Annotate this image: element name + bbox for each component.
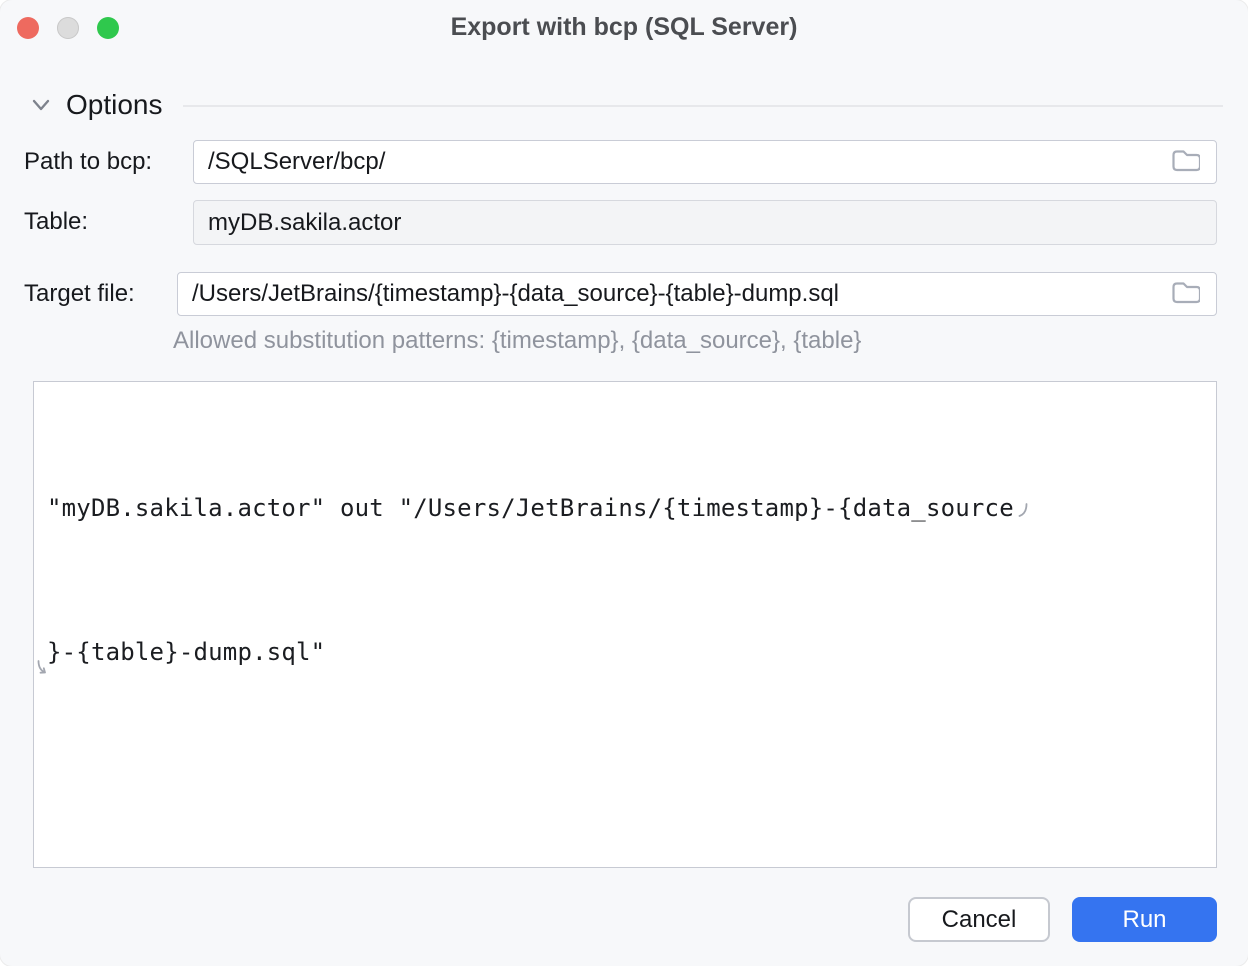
- minimize-button: [57, 17, 79, 39]
- table-input: [193, 200, 1217, 245]
- command-line-2: }-{table}-dump.sql": [37, 629, 1202, 676]
- folder-icon: [1171, 280, 1201, 308]
- path-to-bcp-label: Path to bcp:: [24, 148, 153, 175]
- substitution-patterns-hint: Allowed substitution patterns: {timestam…: [173, 327, 862, 354]
- bcp-command-editor[interactable]: "myDB.sakila.actor" out "/Users/JetBrain…: [33, 381, 1217, 868]
- titlebar: Export with bcp (SQL Server): [0, 0, 1248, 56]
- wrap-arrow-icon: [1016, 488, 1030, 535]
- wrap-arrow-icon: [35, 645, 49, 692]
- close-button[interactable]: [17, 17, 39, 39]
- window-title: Export with bcp (SQL Server): [450, 13, 798, 41]
- browse-target-file-button[interactable]: [1168, 277, 1202, 311]
- zoom-button[interactable]: [97, 17, 119, 39]
- chevron-down-icon[interactable]: [30, 96, 52, 119]
- cancel-button[interactable]: Cancel: [908, 897, 1050, 942]
- section-divider: [183, 105, 1223, 107]
- table-label: Table:: [24, 208, 89, 235]
- run-button[interactable]: Run: [1072, 897, 1217, 942]
- target-file-input[interactable]: [177, 272, 1217, 316]
- folder-icon: [1171, 148, 1201, 176]
- options-section-toggle[interactable]: Options: [66, 89, 163, 120]
- command-line-1: "myDB.sakila.actor" out "/Users/JetBrain…: [47, 485, 1202, 535]
- browse-bcp-path-button[interactable]: [1168, 145, 1202, 179]
- path-to-bcp-input[interactable]: [193, 140, 1217, 184]
- target-file-label: Target file:: [24, 280, 135, 307]
